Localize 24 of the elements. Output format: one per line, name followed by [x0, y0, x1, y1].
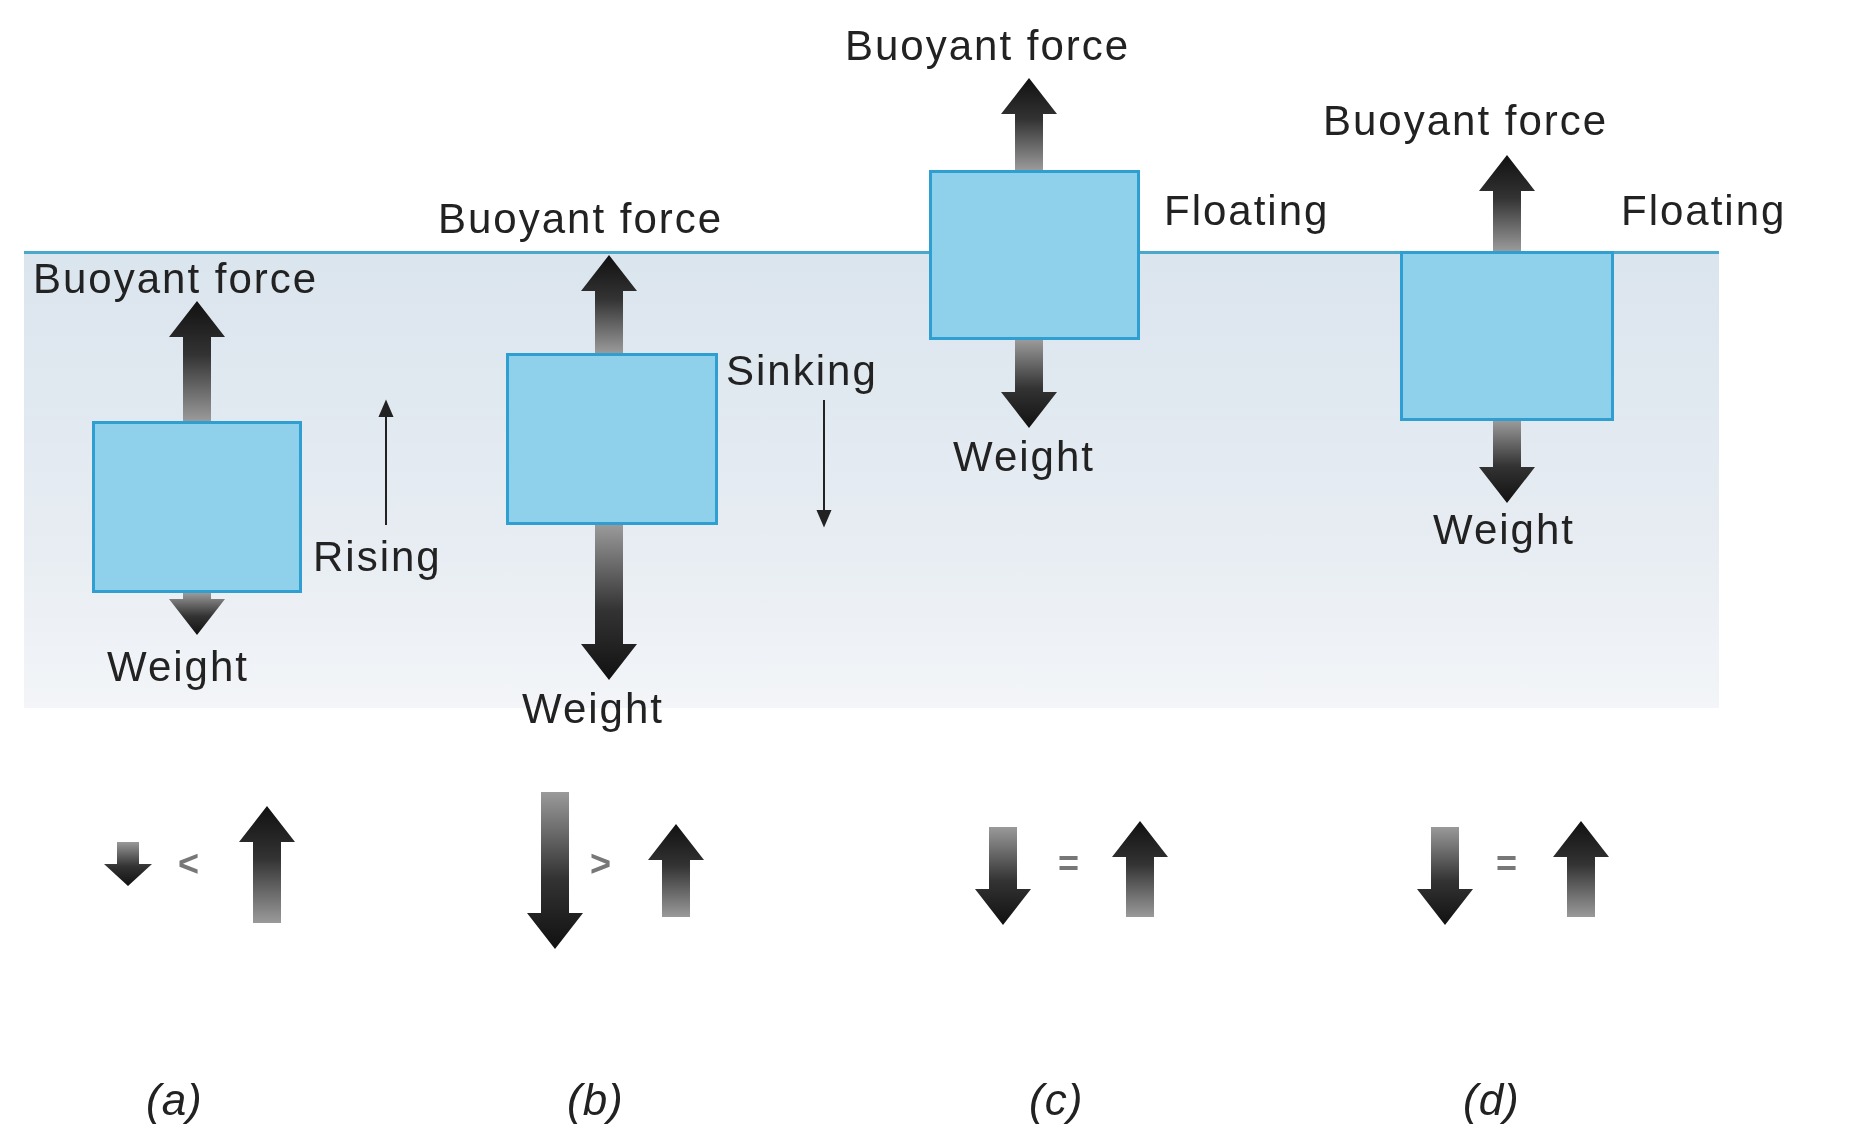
comparison-sign: = [1058, 846, 1080, 882]
force-label: Weight [1433, 509, 1575, 551]
force-label: Weight [522, 688, 664, 730]
force-label: Rising [313, 536, 442, 578]
force-label: Buoyant force [845, 25, 1131, 67]
force-label: Floating [1621, 190, 1787, 232]
force-label: Floating [1164, 190, 1330, 232]
force-label: Buoyant force [33, 258, 319, 300]
force-label: Weight [107, 646, 249, 688]
block [92, 421, 302, 593]
force-label: Buoyant force [1323, 100, 1609, 142]
panel-caption: (c) [1029, 1078, 1084, 1122]
force-label: Sinking [726, 350, 878, 392]
block [506, 353, 718, 525]
force-label: Buoyant force [438, 198, 724, 240]
panel-caption: (d) [1463, 1078, 1520, 1122]
comparison-sign: = [1496, 846, 1518, 882]
panel-caption: (a) [146, 1078, 203, 1122]
force-label: Weight [953, 436, 1095, 478]
panel-caption: (b) [567, 1078, 624, 1122]
comparison-sign: < [178, 846, 200, 882]
comparison-sign: > [590, 846, 612, 882]
block [1400, 251, 1614, 421]
block [929, 170, 1140, 340]
